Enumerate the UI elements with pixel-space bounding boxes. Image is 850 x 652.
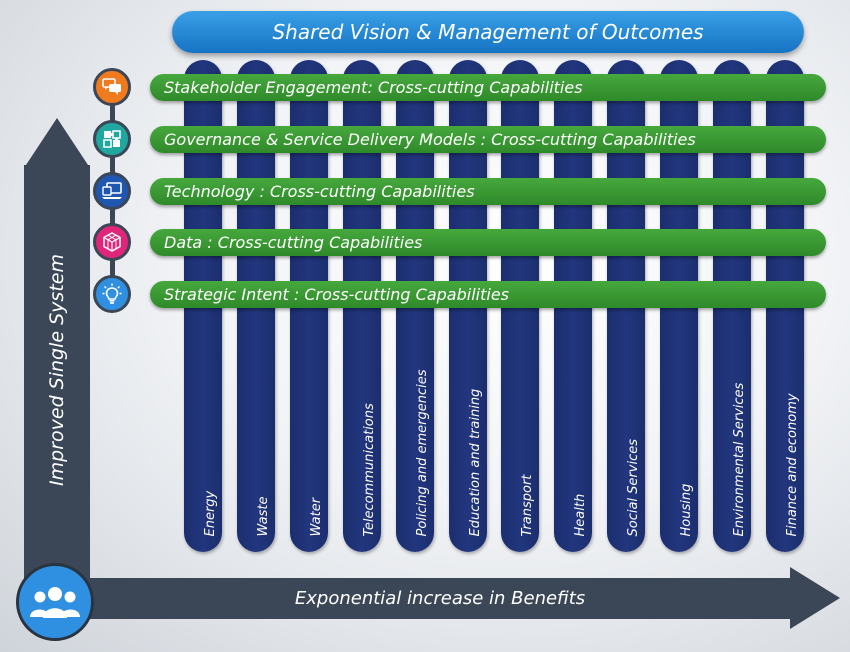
- capability-label: Strategic Intent : Cross-cutting Capabil…: [164, 285, 509, 304]
- capability-label: Stakeholder Engagement: Cross-cutting Ca…: [164, 78, 583, 97]
- x-axis-label: Exponential increase in Benefits: [294, 588, 586, 609]
- capability-bar: Governance & Service Delivery Models : C…: [150, 126, 826, 153]
- y-axis-arrow: [24, 165, 90, 605]
- y-axis-label: Improved Single System: [46, 254, 68, 486]
- people-group-icon: [16, 563, 94, 641]
- capability-bar: Stakeholder Engagement: Cross-cutting Ca…: [150, 74, 826, 101]
- x-axis-arrow: [40, 578, 792, 619]
- vision-banner: Shared Vision & Management of Outcomes: [172, 11, 804, 53]
- laptop-icon: [93, 172, 131, 210]
- chat-bubbles-icon: [93, 68, 131, 106]
- capability-bar: Data : Cross-cutting Capabilities: [150, 229, 826, 256]
- capability-label: Technology : Cross-cutting Capabilities: [164, 182, 475, 201]
- puzzle-icon: [93, 120, 131, 158]
- capability-bar: Strategic Intent : Cross-cutting Capabil…: [150, 281, 826, 308]
- capability-label: Data : Cross-cutting Capabilities: [164, 233, 423, 252]
- data-cube-icon: [93, 223, 131, 261]
- capability-bar: Technology : Cross-cutting Capabilities: [150, 178, 826, 205]
- lightbulb-icon: [93, 275, 131, 313]
- x-axis-arrowhead: [790, 567, 840, 629]
- y-axis-arrowhead: [24, 118, 90, 168]
- capability-label: Governance & Service Delivery Models : C…: [164, 130, 696, 149]
